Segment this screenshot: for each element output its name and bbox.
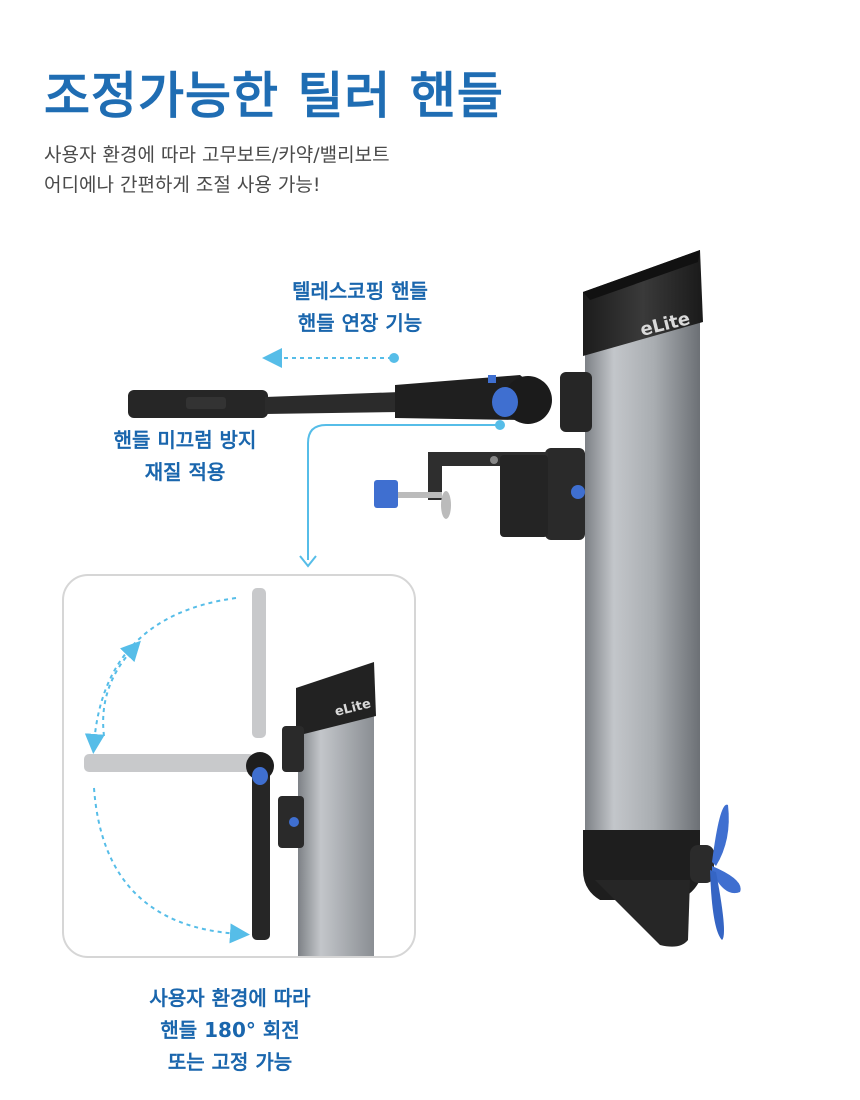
mount-bracket xyxy=(374,372,592,540)
page-subtitle: 사용자 환경에 따라 고무보트/카약/밸리보트 어디에나 간편하게 조절 사용 … xyxy=(44,140,390,200)
callout-telescopic-line-1: 텔레스코핑 핸들 xyxy=(292,279,428,303)
page-title: 조정가능한 틸러 핸들 xyxy=(44,67,504,125)
motor-tube: eLite xyxy=(583,250,741,947)
subtitle-line-2: 어디에나 간편하게 조절 사용 가능! xyxy=(44,174,321,196)
rotation-inset: eLite xyxy=(62,574,416,958)
callout-telescopic-line-2: 핸들 연장 기능 xyxy=(297,311,423,335)
callout-rotation-line-3: 또는 고정 가능 xyxy=(167,1050,293,1074)
tiller-handle xyxy=(128,375,552,424)
inset-connector-line xyxy=(299,420,505,568)
subtitle-line-1: 사용자 환경에 따라 고무보트/카약/밸리보트 xyxy=(44,144,390,166)
rotation-illustration: eLite xyxy=(84,588,376,956)
callout-anti-slip-line-2: 재질 적용 xyxy=(144,460,226,484)
callout-telescopic-handle: 텔레스코핑 핸들 핸들 연장 기능 xyxy=(240,275,480,339)
callout-handle-rotation: 사용자 환경에 따라 핸들 180° 회전 또는 고정 가능 xyxy=(100,982,360,1078)
callout-rotation-line-1: 사용자 환경에 따라 xyxy=(149,986,311,1010)
callout-anti-slip-line-1: 핸들 미끄럼 방지 xyxy=(113,428,257,452)
callout-rotation-line-2: 핸들 180° 회전 xyxy=(160,1018,300,1042)
telescopic-arrow xyxy=(262,348,399,368)
callout-anti-slip: 핸들 미끄럼 방지 재질 적용 xyxy=(70,424,300,488)
